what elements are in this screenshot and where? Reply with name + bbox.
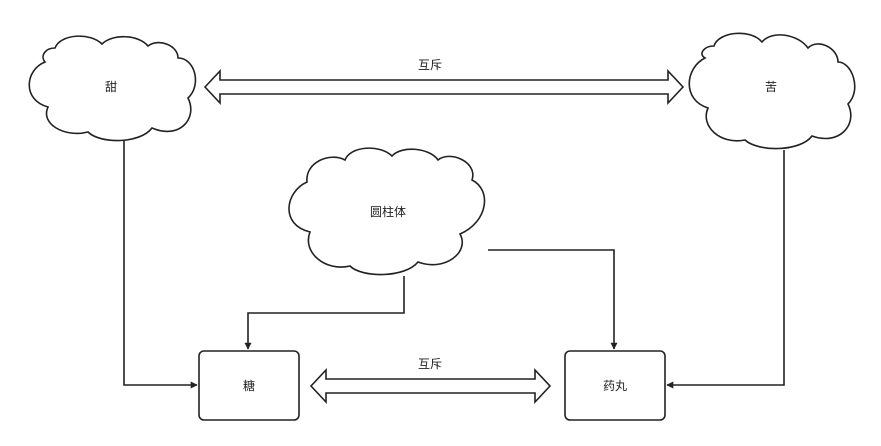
cloud-sweet[interactable]	[28, 35, 197, 142]
box-pill[interactable]	[564, 350, 666, 421]
cloud-bitter[interactable]	[688, 32, 856, 150]
edge-cylinder-to-pill[interactable]	[488, 249, 618, 350]
node-label-pill: 药丸	[602, 379, 628, 393]
edge-cylinder-to-sugar[interactable]	[244, 276, 405, 350]
edge-label-top-mutual: 互斥	[417, 58, 443, 72]
mutual-exclusion-arrow-bottom[interactable]	[309, 367, 552, 405]
box-sugar[interactable]	[198, 350, 300, 421]
node-label-sugar: 糖	[242, 379, 256, 393]
mutual-exclusion-arrow-top[interactable]	[203, 68, 685, 106]
edge-sweet-to-sugar[interactable]	[123, 140, 198, 389]
edge-bitter-to-pill[interactable]	[666, 150, 785, 389]
node-label-cylinder: 圆柱体	[369, 205, 407, 219]
edge-label-bottom-mutual: 互斥	[417, 357, 443, 371]
node-label-bitter: 苦	[764, 80, 778, 94]
cloud-cylinder[interactable]	[288, 147, 486, 276]
node-label-sweet: 甜	[104, 80, 118, 94]
